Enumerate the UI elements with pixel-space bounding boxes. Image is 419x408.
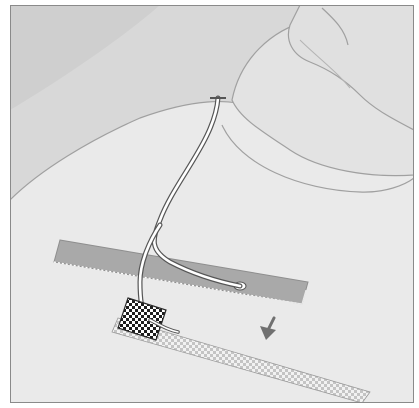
electrode-placement-illustration: [0, 0, 419, 408]
